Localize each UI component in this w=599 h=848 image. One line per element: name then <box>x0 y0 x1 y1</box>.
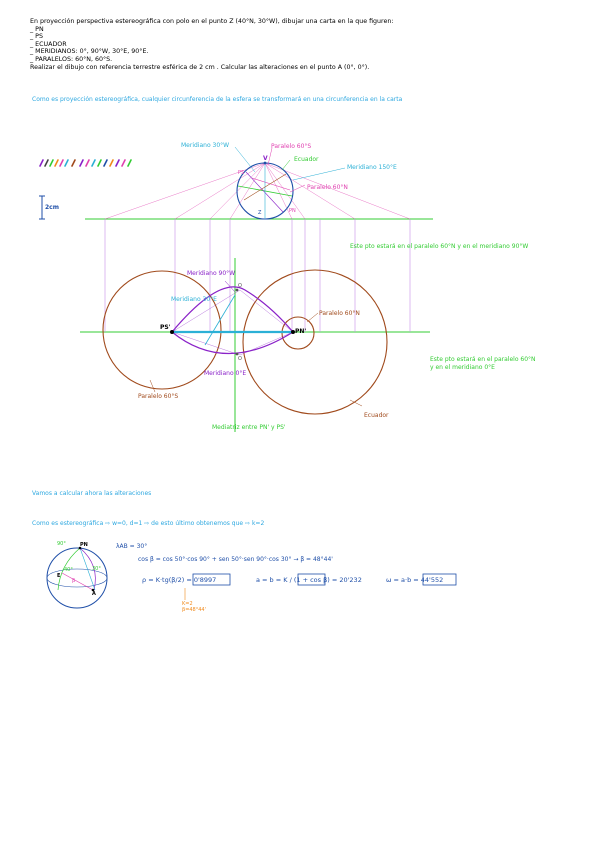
o-top-point <box>235 288 239 292</box>
ab-formula: a = b = K / (1 + cos β) = 20'232 <box>256 576 362 584</box>
scale-bar <box>39 195 45 220</box>
paralelo60n-leader <box>289 184 306 193</box>
o-bottom-point <box>235 352 239 356</box>
label-o-bottom: O <box>238 356 242 362</box>
p60s-leader <box>149 379 156 393</box>
sphere-leaders <box>234 146 346 181</box>
problem-item-meridianos: _ MERIDIANOS: 0°, 90°W, 30°E, 90°E. <box>30 48 149 56</box>
problem-line1: En proyección perspectiva estereográfica… <box>30 18 394 25</box>
cos-beta-formula: cos β = cos 50°·cos 90° + sen 50°·sen 90… <box>138 556 333 563</box>
label-sphere-a: A <box>92 591 96 597</box>
label-meridiano-90w: Meridiano 90°W <box>187 270 236 277</box>
label-meridiano-30w: Meridiano 30°W <box>181 142 230 149</box>
scale-label: 2cm <box>45 204 59 211</box>
paralelo60s-leader <box>267 147 273 166</box>
note-point-90w: Este pto estará en el paralelo 60°N y en… <box>350 243 529 250</box>
ab-result-box <box>297 573 326 586</box>
label-pn-prime: PN' <box>295 328 307 335</box>
omega-formula: ω = a·b = 44'552 <box>386 576 444 584</box>
problem-item-ecuador: _ ECUADOR <box>30 40 67 48</box>
label-sphere-90: 90° <box>57 541 66 547</box>
label-ps-sphere: PS <box>238 170 245 176</box>
paralelo-60s-circle <box>102 270 222 390</box>
transfer-lines <box>104 219 411 332</box>
construction-chords <box>171 289 294 333</box>
label-sphere-30: 30° <box>92 566 101 572</box>
pn-prime-point <box>291 330 295 334</box>
ps-prime-point <box>170 330 174 334</box>
ecuador-leader <box>281 159 291 171</box>
calc-intro: Vamos a calcular ahora las alteraciones <box>32 490 152 497</box>
ecuador-leader-carta <box>349 399 363 407</box>
label-ecuador-carta: Ecuador <box>364 412 389 419</box>
p60n-leader <box>306 312 319 323</box>
label-paralelo-60s-carta: Paralelo 60°S <box>138 393 179 400</box>
label-sphere-pn: PN <box>80 542 88 548</box>
problem-item-paralelos: _ PARALELOS: 60°N, 60°S. <box>30 55 113 63</box>
problem-line-last: Realizar el dibujo con referencia terres… <box>30 63 370 71</box>
omega-result-box <box>422 573 457 586</box>
m90w-leader <box>224 280 236 293</box>
label-paralelo-60n-carta: Paralelo 60°N <box>319 310 360 317</box>
meridiano-90w-arc <box>171 286 294 333</box>
label-o-top: O <box>238 283 242 289</box>
color-swatches <box>39 159 132 167</box>
construction-chords-lower <box>171 331 294 356</box>
label-lambda: λAB = 30° <box>116 543 148 550</box>
label-meridiano-0e: Meridiano 0°E <box>204 370 247 377</box>
k-note: K=2 <box>182 601 193 607</box>
label-mediatriz: Mediatriz entre PN' y PS' <box>212 424 286 431</box>
rho-formula: ρ = K·tg(β/2) = 0'8997 <box>142 576 217 584</box>
label-pn-sphere: PN <box>289 208 296 214</box>
label-paralelo-60s-sphere: Paralelo 60°S <box>271 143 312 150</box>
label-meridiano-30e: Meridiano 30°E <box>171 296 217 303</box>
label-sphere-e: E <box>57 573 61 579</box>
label-sphere-40: 40° <box>64 567 73 573</box>
label-meridiano-150e: Meridiano 150°E <box>347 164 397 171</box>
meridiano-0e-arc <box>171 331 294 355</box>
problem-item-ps: _ PS <box>30 33 43 41</box>
label-v: V <box>263 155 268 162</box>
meridiano-30e-line <box>204 294 236 346</box>
reference-sphere <box>236 161 294 220</box>
label-ecuador-sphere: Ecuador <box>294 156 319 163</box>
note-point-0e: Este pto estará en el paralelo 60°N y en… <box>430 356 536 371</box>
label-ps-prime: PS' <box>160 324 171 331</box>
problem-item-pn: _ PN <box>30 25 44 33</box>
rho-result-box <box>192 573 231 586</box>
beta-note: β=48°44' <box>182 607 206 613</box>
calc-conditions: Como es estereográfica ⇨ w=0, d=1 ⇨ de e… <box>32 520 265 527</box>
label-sphere-beta: β <box>72 578 76 584</box>
ecuador-circle <box>242 269 388 415</box>
label-paralelo-60n-sphere: Paralelo 60°N <box>307 184 348 191</box>
note-stereographic: Como es proyección estereográfica, cualq… <box>32 96 403 103</box>
problem-statement: En proyección perspectiva estereográfica… <box>30 18 393 71</box>
label-z-sphere: Z <box>258 210 262 216</box>
calc-sphere <box>46 546 108 609</box>
